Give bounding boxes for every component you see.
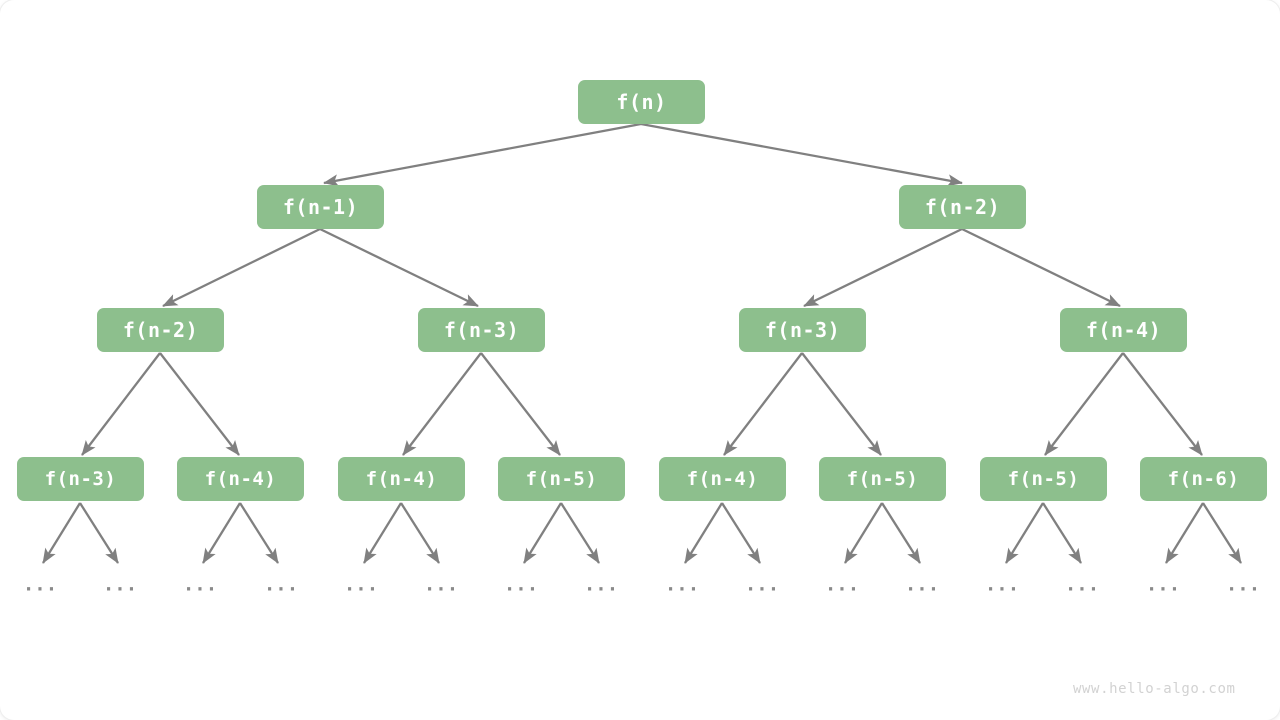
leaf-ellipsis: ... [664, 573, 700, 596]
tree-edge [81, 352, 161, 456]
tree-edge [961, 227, 1121, 308]
tree-edge [480, 352, 561, 456]
tree-node-l0n0[interactable]: f(n) [578, 80, 705, 124]
tree-node-l2n1[interactable]: f(n-3) [418, 308, 545, 352]
tree-node-l3n6[interactable]: f(n-5) [980, 457, 1107, 501]
tree-edge [803, 227, 963, 308]
tree-edge [684, 502, 723, 564]
tree-node-l3n1[interactable]: f(n-4) [177, 457, 304, 501]
tree-node-label: f(n-3) [764, 318, 841, 342]
tree-edge [402, 352, 482, 456]
tree-edge [363, 502, 402, 564]
tree-node-label: f(n-1) [282, 195, 359, 219]
leaf-ellipsis: ... [583, 573, 619, 596]
watermark-label: www.hello-algo.com [1073, 681, 1236, 697]
tree-node-l2n3[interactable]: f(n-4) [1060, 308, 1187, 352]
tree-node-l3n3[interactable]: f(n-5) [498, 457, 625, 501]
tree-edge [560, 502, 600, 564]
tree-edge [1042, 502, 1082, 564]
tree-edge [1122, 352, 1203, 456]
tree-node-label: f(n-3) [443, 318, 520, 342]
tree-node-label: f(n) [616, 90, 667, 114]
leaf-ellipsis: ... [1145, 573, 1181, 596]
tree-node-l3n7[interactable]: f(n-6) [1140, 457, 1267, 501]
tree-node-label: f(n-5) [1007, 468, 1080, 490]
leaf-ellipsis: ... [343, 573, 379, 596]
tree-edge [79, 502, 119, 564]
leaf-ellipsis: ... [503, 573, 539, 596]
tree-edge [801, 352, 882, 456]
tree-node-l3n2[interactable]: f(n-4) [338, 457, 465, 501]
leaf-ellipsis: ... [824, 573, 860, 596]
tree-node-l3n4[interactable]: f(n-4) [659, 457, 786, 501]
tree-node-label: f(n-5) [846, 468, 919, 490]
tree-node-l3n5[interactable]: f(n-5) [819, 457, 946, 501]
leaf-ellipsis: ... [263, 573, 299, 596]
leaf-ellipsis: ... [744, 573, 780, 596]
tree-edge [202, 502, 241, 564]
leaf-ellipsis: ... [22, 573, 58, 596]
tree-node-label: f(n-2) [122, 318, 199, 342]
tree-node-l1n1[interactable]: f(n-2) [899, 185, 1026, 229]
tree-node-label: f(n-3) [44, 468, 117, 490]
tree-edge [323, 122, 642, 187]
tree-edge [400, 502, 440, 564]
tree-edge [881, 502, 921, 564]
leaf-ellipsis: ... [182, 573, 218, 596]
tree-edge [159, 352, 240, 456]
leaf-ellipsis: ... [423, 573, 459, 596]
tree-edge [844, 502, 883, 564]
tree-node-label: f(n-4) [365, 468, 438, 490]
tree-node-label: f(n-2) [924, 195, 1001, 219]
tree-edge [162, 227, 321, 308]
tree-edge [721, 502, 761, 564]
leaf-ellipsis: ... [904, 573, 940, 596]
tree-node-label: f(n-4) [204, 468, 277, 490]
tree-edge [1165, 502, 1204, 564]
tree-node-l1n0[interactable]: f(n-1) [257, 185, 384, 229]
tree-edge [319, 227, 479, 308]
leaf-ellipsis: ... [1225, 573, 1261, 596]
tree-node-l3n0[interactable]: f(n-3) [17, 457, 144, 501]
leaf-ellipsis: ... [1064, 573, 1100, 596]
tree-edge [1202, 502, 1242, 564]
leaf-ellipsis: ... [102, 573, 138, 596]
tree-node-label: f(n-6) [1167, 468, 1240, 490]
tree-edge [723, 352, 803, 456]
tree-edge [1044, 352, 1124, 456]
tree-node-l2n2[interactable]: f(n-3) [739, 308, 866, 352]
tree-node-label: f(n-4) [686, 468, 759, 490]
tree-edge [640, 122, 963, 187]
tree-node-l2n0[interactable]: f(n-2) [97, 308, 224, 352]
tree-edge [1005, 502, 1044, 564]
tree-node-label: f(n-4) [1085, 318, 1162, 342]
tree-edge [42, 502, 81, 564]
leaf-ellipsis: ... [984, 573, 1020, 596]
tree-edge [523, 502, 562, 564]
tree-edge [239, 502, 279, 564]
tree-node-label: f(n-5) [525, 468, 598, 490]
